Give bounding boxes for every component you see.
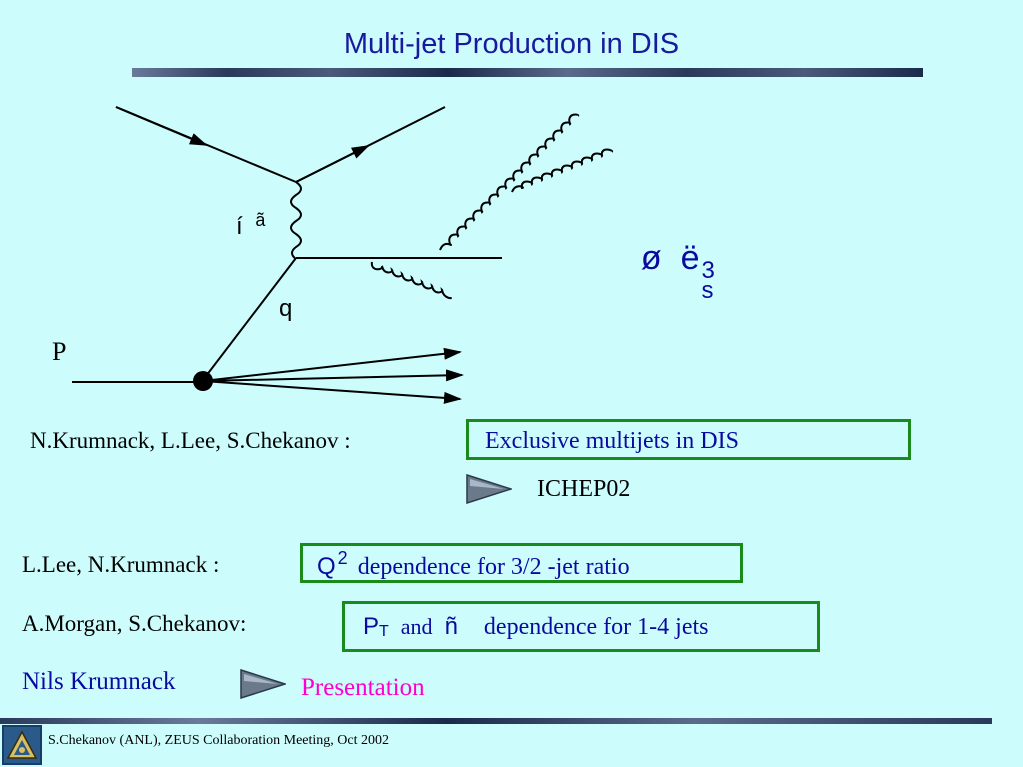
topic-2-text: dependence for 3/2 -jet ratio — [357, 554, 630, 580]
ichep-label[interactable]: ICHEP02 — [537, 476, 631, 502]
gamma-label-b: ã — [255, 210, 266, 230]
q-exponent: 2 — [337, 548, 348, 568]
gamma-label-a: í — [236, 213, 243, 240]
footer-text: S.Chekanov (ANL), ZEUS Collaboration Mee… — [48, 733, 390, 748]
p-label: P — [52, 337, 67, 366]
topic-3-text: dependence for 1-4 jets — [483, 614, 709, 640]
authors-4: Nils Krumnack — [22, 668, 176, 695]
presentation-arrow-icon[interactable] — [240, 669, 286, 699]
formula-prefix: ø ë — [640, 239, 700, 277]
formula-sup: 3 — [701, 257, 715, 284]
ichep-arrow-icon[interactable] — [466, 474, 512, 504]
and-text: and — [400, 614, 433, 639]
eta-symbol: ñ — [444, 613, 458, 640]
topic-1: Exclusive multijets in DIS — [485, 428, 739, 454]
formula-sub: s — [701, 277, 714, 304]
pt-subscript: T — [379, 623, 389, 640]
topic-3: PT and ñ dependence for 1-4 jets — [363, 613, 709, 641]
pt-symbol: P — [363, 613, 380, 640]
footer-rule — [0, 718, 992, 724]
title-rule — [132, 68, 923, 77]
authors-3: A.Morgan, S.Chekanov: — [22, 611, 247, 636]
gluon-lines — [370, 113, 614, 300]
q-label: q — [279, 295, 293, 322]
q-symbol: Q — [317, 553, 336, 580]
topic-box-3[interactable]: PT and ñ dependence for 1-4 jets — [342, 601, 820, 652]
authors-2: L.Lee, N.Krumnack : — [22, 552, 220, 577]
slide-title: Multi-jet Production in DIS — [343, 28, 680, 60]
gamma-label: í ã — [236, 210, 265, 241]
incoming-quark — [202, 257, 297, 381]
zeus-logo-icon — [2, 725, 42, 765]
presentation-link[interactable]: Presentation — [301, 674, 425, 701]
feynman-diagram — [72, 106, 614, 404]
photon-line — [290, 181, 302, 260]
authors-1: N.Krumnack, L.Lee, S.Chekanov : — [30, 428, 351, 453]
topic-box-1[interactable]: Exclusive multijets in DIS — [466, 419, 911, 460]
